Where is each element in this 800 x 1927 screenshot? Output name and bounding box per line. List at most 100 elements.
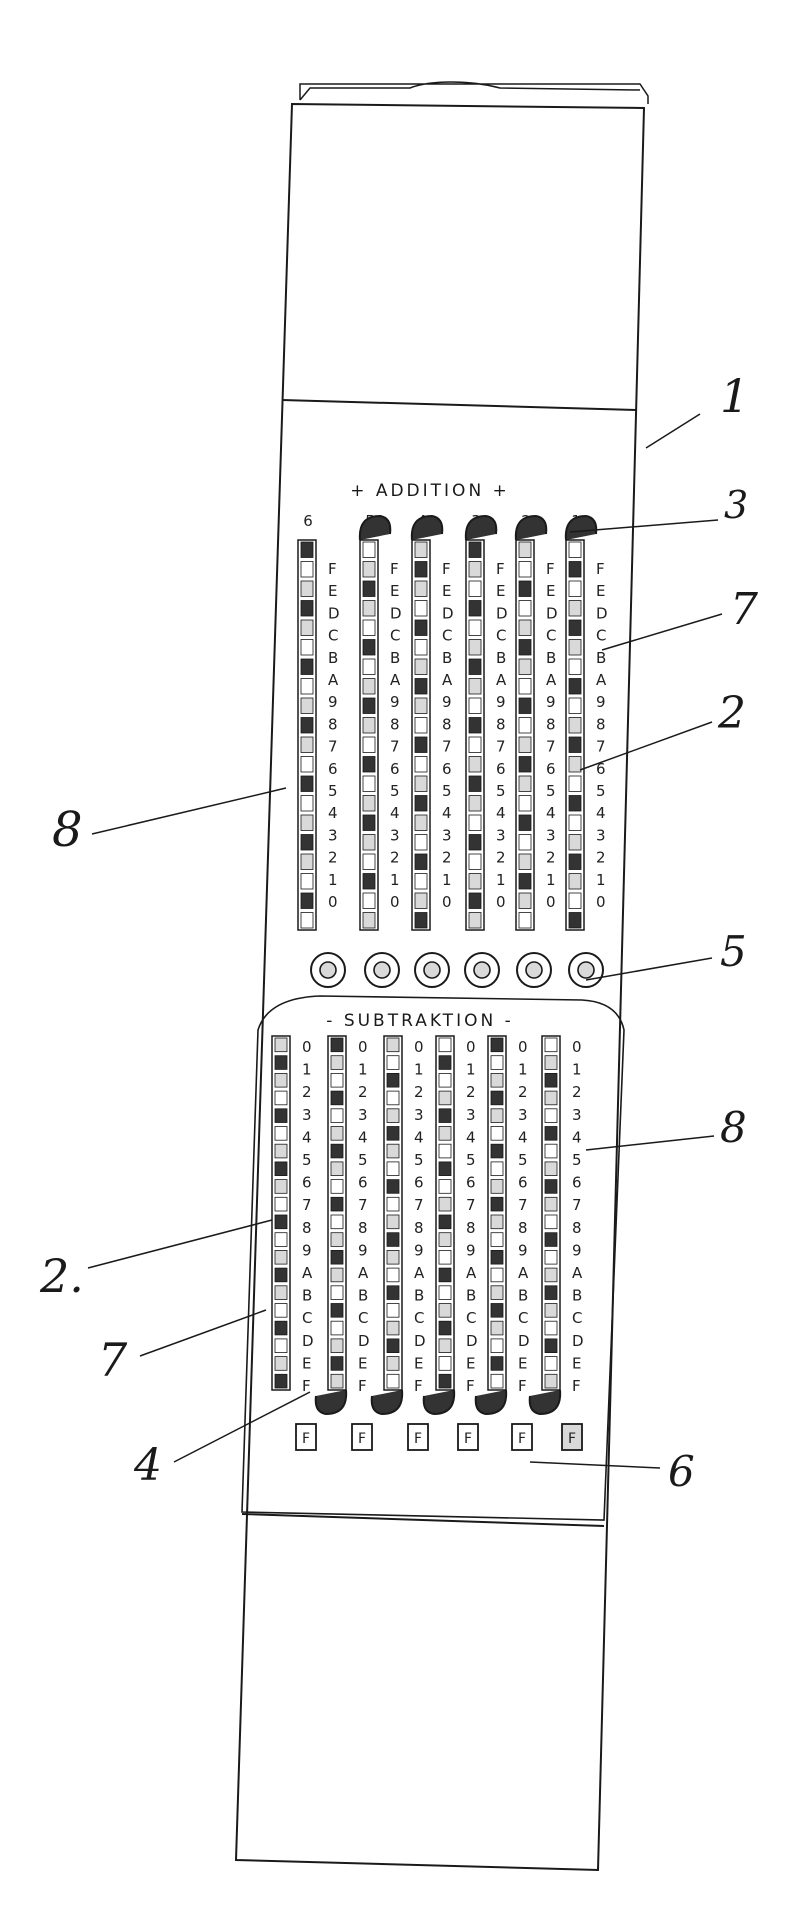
slider-cell[interactable] <box>490 1196 504 1212</box>
slider-cell[interactable] <box>386 1126 400 1141</box>
slider-cell[interactable] <box>300 834 314 851</box>
carry-hook[interactable] <box>464 514 498 541</box>
slider-cell[interactable] <box>468 853 482 870</box>
slider-cell[interactable] <box>568 717 582 734</box>
slider-cell[interactable] <box>468 736 482 753</box>
borrow-hook[interactable] <box>370 1389 404 1416</box>
slider-cell[interactable] <box>300 736 314 753</box>
slider-cell[interactable] <box>544 1214 558 1230</box>
slider-cell[interactable] <box>386 1356 400 1371</box>
slider-cell[interactable] <box>438 1285 452 1300</box>
slider-cell[interactable] <box>518 912 532 929</box>
slider-cell[interactable] <box>490 1090 504 1106</box>
slider-cell[interactable] <box>518 775 532 792</box>
slider-cell[interactable] <box>414 600 428 617</box>
slider-cell[interactable] <box>300 853 314 870</box>
slider-cell[interactable] <box>490 1267 504 1283</box>
slider-cell[interactable] <box>386 1303 400 1318</box>
slider-cell[interactable] <box>438 1161 452 1177</box>
slider-cell[interactable] <box>300 717 314 734</box>
slider-cell[interactable] <box>438 1055 452 1070</box>
slider-cell[interactable] <box>468 541 482 558</box>
slider-cell[interactable] <box>468 678 482 695</box>
slider-cell[interactable] <box>362 658 376 675</box>
slider-cell[interactable] <box>490 1250 504 1265</box>
slider-cell[interactable] <box>274 1161 288 1177</box>
slider-cell[interactable] <box>568 678 582 695</box>
slider-cell[interactable] <box>544 1338 558 1354</box>
slider-cell[interactable] <box>468 600 482 617</box>
slider-cell[interactable] <box>438 1037 452 1053</box>
slider-cell[interactable] <box>490 1108 504 1123</box>
slider-cell[interactable] <box>568 775 582 792</box>
slider-cell[interactable] <box>362 619 376 636</box>
slider-cell[interactable] <box>274 1073 288 1088</box>
slider-cell[interactable] <box>518 561 532 578</box>
slider-cell[interactable] <box>330 1143 344 1159</box>
slider-cell[interactable] <box>568 639 582 656</box>
slider-cell[interactable] <box>300 756 314 773</box>
slider-cell[interactable] <box>362 561 376 578</box>
slider-cell[interactable] <box>544 1196 558 1212</box>
slider-cell[interactable] <box>544 1055 558 1070</box>
slider-cell[interactable] <box>468 756 482 773</box>
slider-cell[interactable] <box>438 1320 452 1336</box>
slider-cell[interactable] <box>568 580 582 597</box>
slider-cell[interactable] <box>568 697 582 714</box>
slider-cell[interactable] <box>274 1303 288 1318</box>
slider-cell[interactable] <box>518 814 532 831</box>
slider-cell[interactable] <box>386 1073 400 1088</box>
slider-cell[interactable] <box>568 541 582 558</box>
slider-cell[interactable] <box>490 1073 504 1088</box>
slider-cell[interactable] <box>438 1179 452 1194</box>
slider-cell[interactable] <box>490 1161 504 1177</box>
slider-cell[interactable] <box>274 1320 288 1336</box>
slider-cell[interactable] <box>438 1126 452 1141</box>
slider-cell[interactable] <box>362 834 376 851</box>
slider-cell[interactable] <box>568 658 582 675</box>
slider-cell[interactable] <box>414 912 428 929</box>
borrow-hook[interactable] <box>314 1389 348 1416</box>
slider-cell[interactable] <box>362 853 376 870</box>
slider-cell[interactable] <box>386 1285 400 1300</box>
slider-cell[interactable] <box>518 678 532 695</box>
slider-cell[interactable] <box>330 1285 344 1300</box>
slider-cell[interactable] <box>544 1373 558 1389</box>
slider-cell[interactable] <box>490 1214 504 1230</box>
slider-cell[interactable] <box>490 1373 504 1389</box>
slider-cell[interactable] <box>468 658 482 675</box>
slider-cell[interactable] <box>330 1196 344 1212</box>
slider-cell[interactable] <box>518 834 532 851</box>
slider-cell[interactable] <box>362 580 376 597</box>
slider-cell[interactable] <box>362 873 376 890</box>
slider-cell[interactable] <box>438 1232 452 1247</box>
slider-cell[interactable] <box>274 1267 288 1283</box>
slider-cell[interactable] <box>544 1267 558 1283</box>
slider-cell[interactable] <box>300 580 314 597</box>
slider-cell[interactable] <box>544 1108 558 1123</box>
slider-cell[interactable] <box>438 1250 452 1265</box>
slider-cell[interactable] <box>490 1037 504 1053</box>
slider-cell[interactable] <box>386 1373 400 1389</box>
slider-cell[interactable] <box>362 795 376 812</box>
slider-cell[interactable] <box>300 912 314 929</box>
reset-button[interactable]: F <box>295 1423 317 1451</box>
slider-cell[interactable] <box>544 1179 558 1194</box>
slider-cell[interactable] <box>468 814 482 831</box>
slider-cell[interactable] <box>490 1179 504 1194</box>
slider-cell[interactable] <box>274 1285 288 1300</box>
slider-cell[interactable] <box>414 697 428 714</box>
carry-hook[interactable] <box>410 514 444 541</box>
slider-cell[interactable] <box>468 795 482 812</box>
slider-cell[interactable] <box>274 1373 288 1389</box>
slider-cell[interactable] <box>490 1285 504 1300</box>
slider-cell[interactable] <box>300 678 314 695</box>
slider-cell[interactable] <box>568 892 582 909</box>
slider-cell[interactable] <box>438 1214 452 1230</box>
slider-cell[interactable] <box>414 639 428 656</box>
slider-cell[interactable] <box>438 1267 452 1283</box>
slider-cell[interactable] <box>518 795 532 812</box>
slider-cell[interactable] <box>518 717 532 734</box>
slider-cell[interactable] <box>568 795 582 812</box>
knob[interactable] <box>516 952 552 988</box>
